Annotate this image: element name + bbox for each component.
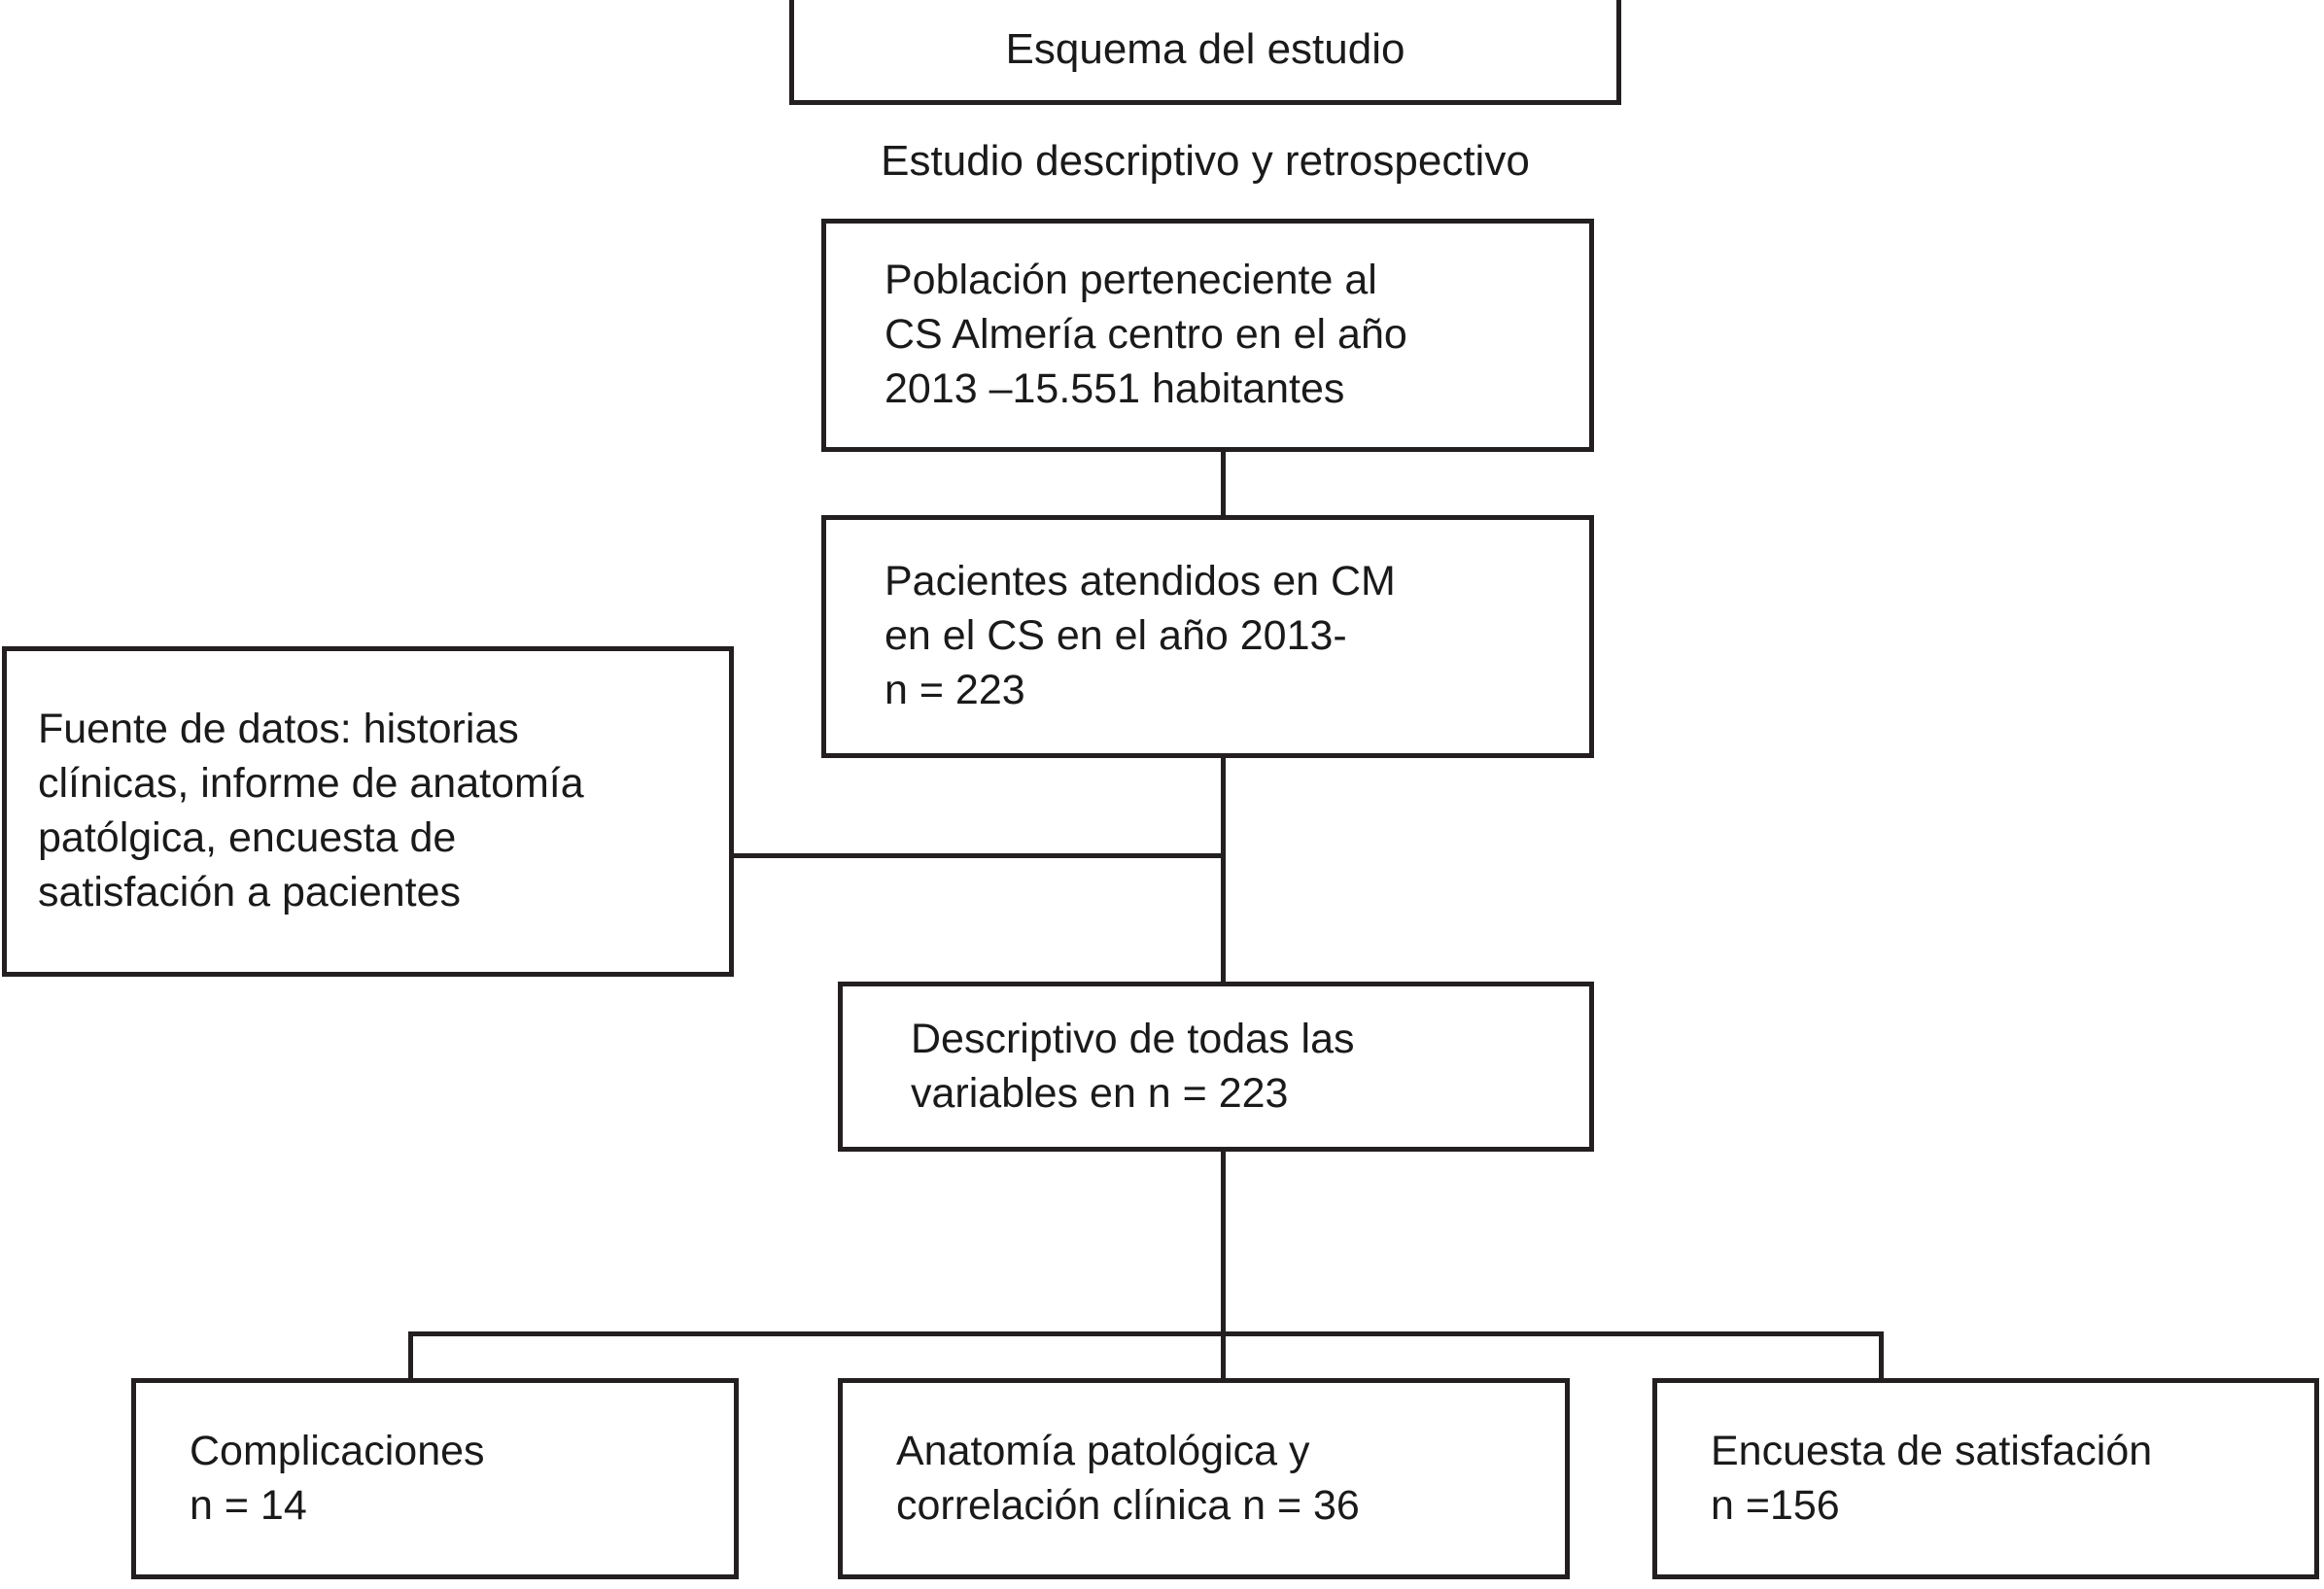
connector-to-complicaciones	[408, 1331, 413, 1380]
node-pacientes-atendidos: Pacientes atendidos en CM en el CS en el…	[821, 515, 1594, 758]
connector-split-horizontal	[408, 1331, 1884, 1336]
connector-to-encuesta	[1879, 1331, 1884, 1380]
node-study-scheme-title: Esquema del estudio	[789, 0, 1621, 105]
node-study-scheme-title-text: Esquema del estudio	[1005, 25, 1405, 74]
node-poblacion: Población perteneciente al CS Almería ce…	[821, 219, 1594, 452]
node-complicaciones: Complicaciones n = 14	[131, 1378, 739, 1579]
connector-descriptivo-down	[1221, 1150, 1226, 1334]
node-fuente-de-datos: Fuente de datos: historias clínicas, inf…	[2, 646, 734, 977]
node-pacientes-atendidos-text: Pacientes atendidos en CM en el CS en el…	[885, 558, 1396, 713]
node-poblacion-text: Población perteneciente al CS Almería ce…	[885, 257, 1407, 412]
connector-pacientes-to-descriptivo	[1221, 756, 1226, 984]
node-encuesta-satisfaccion: Encuesta de satisfación n =156	[1652, 1378, 2319, 1579]
connector-poblacion-to-pacientes	[1221, 450, 1226, 518]
node-descriptivo-variables: Descriptivo de todas las variables en n …	[838, 982, 1594, 1152]
node-fuente-de-datos-text: Fuente de datos: historias clínicas, inf…	[38, 706, 584, 915]
node-encuesta-satisfaccion-text: Encuesta de satisfación n =156	[1711, 1427, 2153, 1529]
connector-to-anatomia	[1221, 1331, 1226, 1380]
node-complicaciones-text: Complicaciones n = 14	[190, 1427, 485, 1529]
node-anatomia-patologica-text: Anatomía patológica y correlación clínic…	[896, 1427, 1360, 1529]
study-design-subtitle: Estudio descriptivo y retrospectivo	[881, 137, 1530, 185]
node-anatomia-patologica: Anatomía patológica y correlación clínic…	[838, 1378, 1570, 1579]
connector-fuente-to-trunk	[732, 853, 1224, 858]
node-descriptivo-variables-text: Descriptivo de todas las variables en n …	[911, 1015, 1355, 1117]
